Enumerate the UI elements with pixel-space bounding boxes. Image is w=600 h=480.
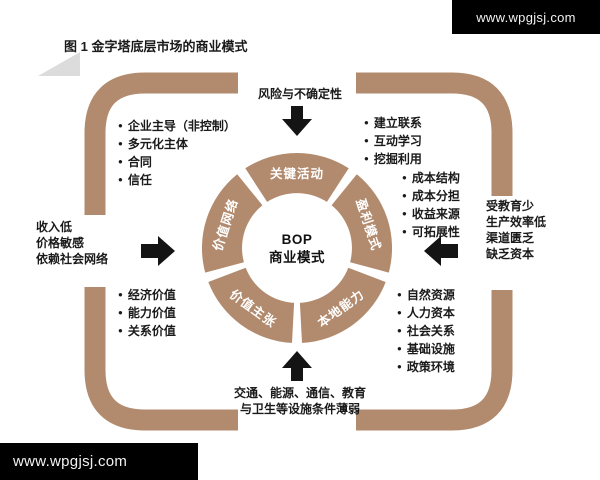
list-profit-model-points: 成本结构 成本分担 收益来源 可拓展性 [402, 169, 460, 241]
right-context-line: 生产效率低 [486, 215, 547, 229]
watermark-text: www.wpgjsj.com [476, 9, 576, 25]
bullet-item: 可拓展性 [402, 223, 460, 241]
frame-bottom-right-arc [356, 290, 513, 431]
right-context-line: 受教育少 [486, 199, 535, 213]
left-context-line: 价格敏感 [36, 236, 85, 250]
list-value-proposition-points: 经济价值 能力价值 关系价值 [118, 286, 176, 340]
caption-risk: 风险与不确定性 [257, 87, 342, 101]
bullet-item: 收益来源 [402, 205, 460, 223]
bullet-item: 建立联系 [364, 114, 422, 132]
figure-title: 图 1 金字塔底层市场的商业模式 [64, 39, 248, 54]
bullet-item: 互动学习 [364, 132, 422, 150]
left-context-line: 收入低 [36, 220, 73, 234]
wheel-segment-value-proposition [208, 267, 295, 343]
bullet-item: 关系价值 [118, 322, 176, 340]
wheel-segment-local-capability [299, 267, 386, 343]
frame-top-left-arc [84, 72, 238, 215]
list-value-network-points: 企业主导（非控制） 多元化主体 合同 信任 [118, 117, 236, 189]
arrow-down-icon [282, 106, 312, 136]
wheel-center-title-line2: 商业模式 [269, 249, 325, 265]
bullet-item: 社会关系 [397, 322, 455, 340]
bullet-item: 能力价值 [118, 304, 176, 322]
wheel-segment-value-network [201, 174, 263, 273]
bullet-item: 企业主导（非控制） [118, 117, 236, 135]
list-key-activity-points: 建立联系 互动学习 挖掘利用 [364, 114, 422, 168]
arrow-right-icon [141, 236, 175, 266]
bop-wheel: 关键活动 盈利模式 本地能力 价值主张 价值网络 BOP 商业模式 [201, 153, 393, 343]
wheel-label-key-activities: 关键活动 [270, 166, 324, 181]
bullet-item: 自然资源 [397, 286, 455, 304]
arrow-left-icon [424, 236, 458, 266]
left-context-line: 依赖社会网络 [36, 252, 109, 266]
bullet-item: 成本结构 [402, 169, 460, 187]
watermark-text: www.wpgjsj.com [13, 453, 128, 470]
caption-infrastructure: 交通、能源、通信、教育 与卫生等设施条件薄弱 [0, 385, 600, 417]
bullet-item: 多元化主体 [118, 135, 236, 153]
list-local-capability-points: 自然资源 人力资本 社会关系 基础设施 政策环境 [397, 286, 455, 376]
bullet-item: 基础设施 [397, 340, 455, 358]
arrow-up-icon [282, 351, 312, 381]
frame-bottom-left-arc [84, 287, 238, 431]
bullet-item: 挖掘利用 [364, 150, 422, 168]
bullet-item: 成本分担 [402, 187, 460, 205]
watermark-bottom-left: www.wpgjsj.com [0, 443, 198, 480]
bullet-item: 政策环境 [397, 358, 455, 376]
left-context-text: 收入低 价格敏感 依赖社会网络 [36, 219, 108, 267]
bullet-item: 合同 [118, 153, 236, 171]
right-context-line: 渠道匮乏 [486, 231, 535, 245]
caption-infrastructure-line1: 交通、能源、通信、教育 [233, 386, 366, 400]
page-fold-decoration [38, 52, 80, 76]
bullet-item: 经济价值 [118, 286, 176, 304]
wheel-center-title-line1: BOP [282, 232, 313, 247]
right-context-line: 缺乏资本 [486, 247, 535, 261]
wheel-segment-key-activities [245, 153, 349, 202]
caption-infrastructure-line2: 与卫生等设施条件薄弱 [239, 402, 360, 416]
frame-top-right-arc [356, 72, 513, 196]
bullet-item: 人力资本 [397, 304, 455, 322]
watermark-top-right: www.wpgjsj.com [452, 0, 600, 34]
right-context-text: 受教育少 生产效率低 渠道匮乏 缺乏资本 [486, 198, 546, 262]
bullet-item: 信任 [118, 171, 236, 189]
wheel-segment-profit-model [331, 174, 393, 273]
